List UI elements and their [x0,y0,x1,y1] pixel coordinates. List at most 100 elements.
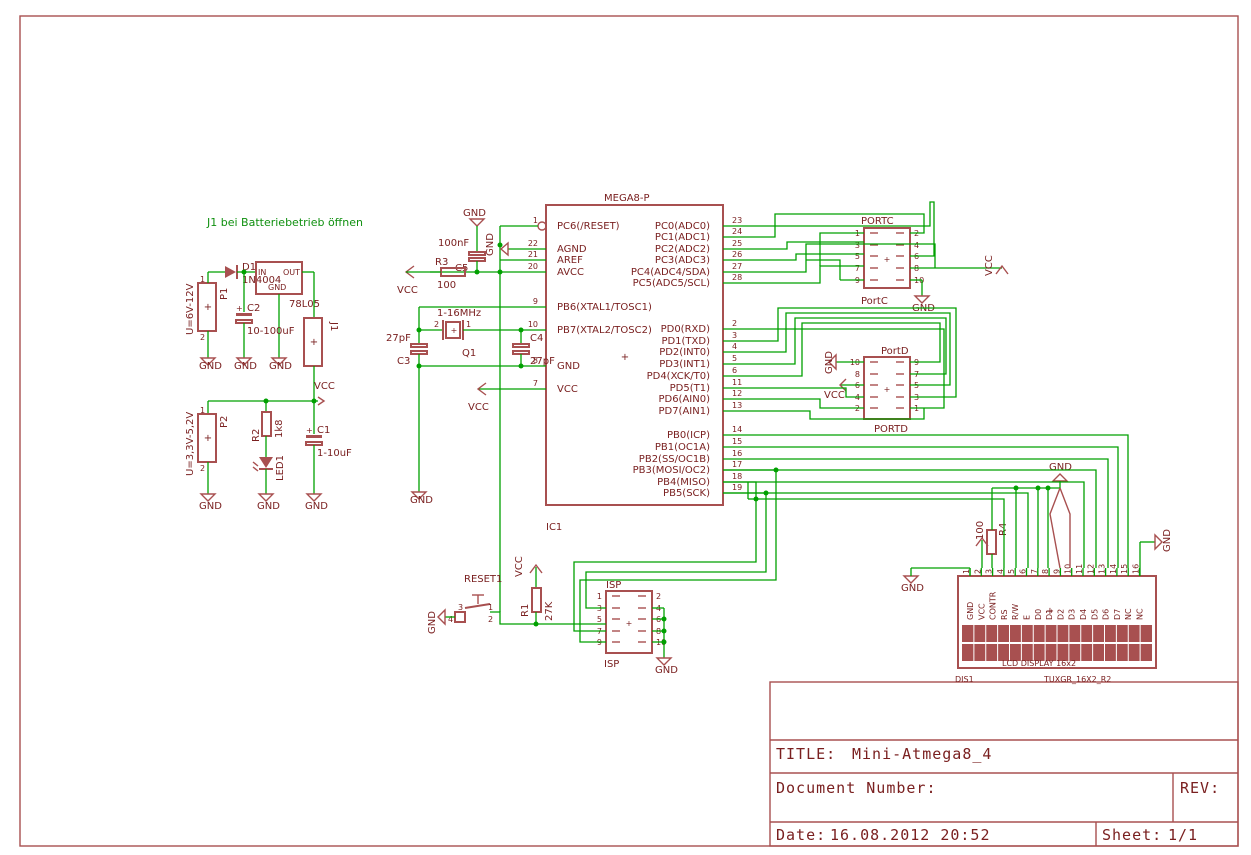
svg-text:7: 7 [533,379,538,388]
svg-text:15: 15 [1120,564,1129,574]
svg-text:AVCC: AVCC [557,267,584,278]
power-section: J1 bei Batteriebetrieb öffnen + 1 2 P1 U… [185,216,363,512]
portd-title: PortD [881,346,909,357]
lcd-ref: DIS1 [955,675,974,684]
svg-text:20: 20 [528,262,538,271]
svg-text:8: 8 [1041,569,1050,574]
svg-text:5: 5 [732,354,737,363]
svg-text:14: 14 [1109,564,1118,574]
svg-text:2: 2 [656,592,661,601]
d1-value: 1N4004 [242,275,281,286]
title-value: Mini-Atmega8_4 [852,745,992,763]
svg-text:PC4(ADC4/SDA): PC4(ADC4/SDA) [631,267,710,278]
svg-text:5: 5 [1007,569,1016,574]
vcc-label: VCC [314,381,335,392]
r3-ref: R3 [435,257,448,268]
svg-text:+: + [310,337,318,348]
q1-ref: Q1 [462,348,476,359]
gnd-label: GND [463,208,486,219]
svg-text:GND: GND [257,501,280,512]
lcd-label: LCD DISPLAY 16x2 [1002,659,1076,668]
svg-text:+: + [884,385,891,394]
gnd-symbol: GND [305,493,328,512]
svg-text:9: 9 [533,297,538,306]
battery-note: J1 bei Batteriebetrieb öffnen [206,216,363,229]
svg-text:PD4(XCK/T0): PD4(XCK/T0) [647,371,710,382]
svg-text:28: 28 [732,273,742,282]
c2-value: 10-100uF [247,326,295,337]
p2-connector [197,413,217,463]
isp-ref: ISP [604,659,619,670]
svg-text:D3: D3 [1068,609,1077,620]
svg-text:18: 18 [732,472,742,481]
svg-text:11: 11 [1075,564,1084,574]
svg-text:+: + [236,304,243,313]
vcc-label: VCC [468,402,489,413]
c3-value: 27pF [386,333,411,344]
r4-value: 100 [975,521,986,540]
svg-text:26: 26 [732,250,742,259]
portd-ref: PORTD [874,424,908,435]
svg-text:1: 1 [962,569,971,574]
svg-text:2: 2 [488,615,493,624]
svg-text:D6: D6 [1102,609,1111,620]
revision-label: REV: [1180,779,1220,797]
svg-text:10: 10 [1064,564,1073,574]
svg-text:GND: GND [966,602,975,620]
svg-text:1: 1 [533,216,538,225]
mcu-left-circuitry: GND GND 100nF C5 R3 100 VCC + 1-16MHz Q1… [386,208,555,612]
svg-text:24: 24 [732,227,742,236]
lcd-pin-6: 6E [1019,568,1032,620]
svg-text:D5: D5 [1090,609,1099,620]
svg-text:E: E [1023,615,1032,620]
svg-text:1: 1 [200,406,205,415]
c3-ref: C3 [397,356,410,367]
svg-text:GND: GND [557,361,580,372]
svg-text:+: + [306,426,313,435]
r1-resistor [531,587,542,613]
svg-text:3: 3 [985,569,994,574]
lcd-pin-8: 8D1 [1041,568,1054,620]
r2-ref: R2 [251,429,262,442]
svg-text:PC2(ADC2): PC2(ADC2) [655,244,710,255]
svg-text:13: 13 [1098,564,1107,574]
svg-text:8: 8 [855,370,860,379]
gnd-label: GND [655,665,678,676]
reg-out-label: OUT [283,268,300,277]
svg-text:27: 27 [732,262,742,271]
svg-text:5: 5 [855,252,860,261]
svg-text:13: 13 [732,401,742,410]
svg-text:PB1(OC1A): PB1(OC1A) [655,442,710,453]
q1-value: 1-16MHz [437,308,481,319]
c4-ref: C4 [530,333,543,344]
r2-resistor [261,411,272,437]
svg-text:D1: D1 [1045,609,1054,620]
svg-text:6: 6 [1019,569,1028,574]
gnd-label: GND [901,583,924,594]
svg-text:VCC: VCC [977,603,986,620]
svg-text:2: 2 [973,569,982,574]
svg-text:GND: GND [305,501,328,512]
svg-text:PB5(SCK): PB5(SCK) [663,488,710,499]
c5-value: 100nF [438,238,469,249]
gnd-label: GND [485,233,496,256]
gnd-symbol: GND [410,491,433,506]
svg-text:3: 3 [855,241,860,250]
svg-text:PC6(/RESET): PC6(/RESET) [557,221,620,232]
svg-text:PC1(ADC1): PC1(ADC1) [655,232,710,243]
